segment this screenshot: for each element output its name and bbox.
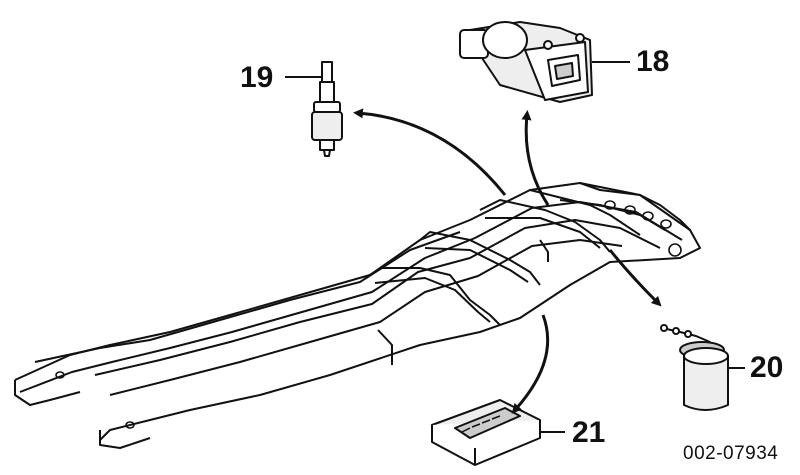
arrow-20 [608,249,662,307]
callout-21: 21 [572,416,606,449]
vehicle-frame [14,182,701,449]
arrow-21 [511,314,550,414]
arrow-18 [521,110,550,206]
part-19-sensor [311,61,343,157]
callout-20: 20 [750,351,784,384]
part-18-compressor [459,21,593,103]
part-21-control-module [431,399,541,466]
callout-18: 18 [636,45,670,78]
reference-code: 002-07934 [683,443,779,464]
arrow-19 [353,108,507,196]
frame-holes [55,200,682,429]
leader-lines [285,61,745,433]
part-20-air-spring [660,324,729,411]
callout-19: 19 [240,61,274,94]
